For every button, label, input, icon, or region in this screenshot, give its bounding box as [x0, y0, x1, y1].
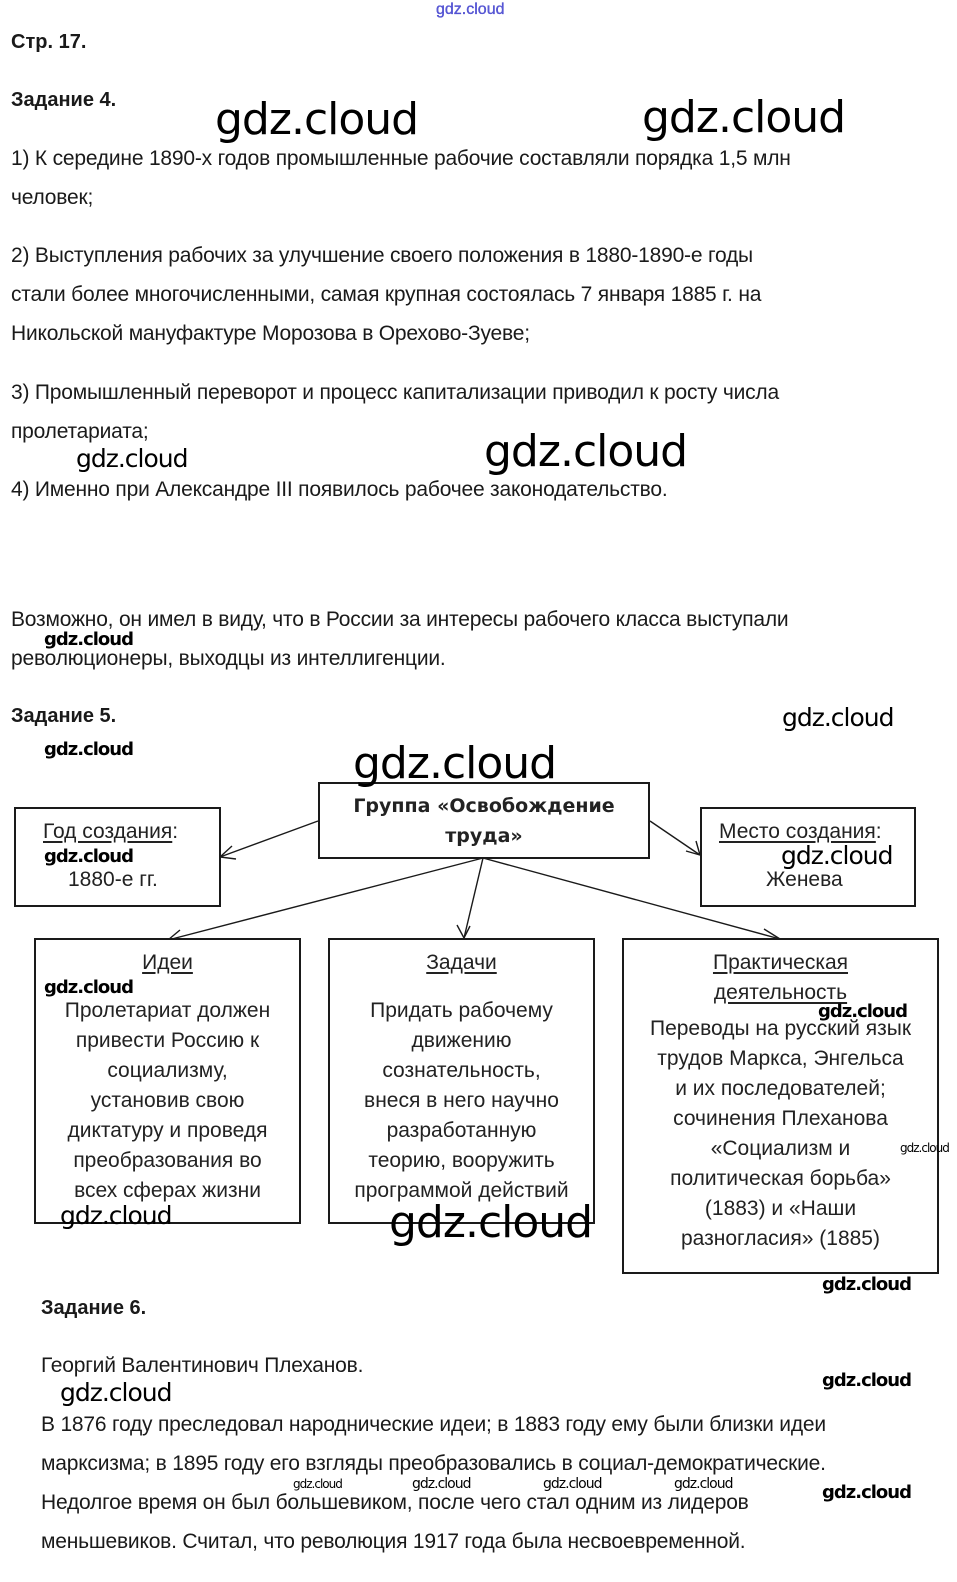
practice-line: разногласия» (1885): [681, 1227, 880, 1250]
watermark: gdz.cloud: [412, 1476, 471, 1492]
ideas-box: Идеи Пролетариат должен привести Россию …: [34, 938, 301, 1224]
tasks-box: Задачи Придать рабочему движению сознате…: [328, 938, 595, 1224]
tasks-line: Придать рабочему: [370, 999, 553, 1022]
tasks-line: движению: [411, 1029, 512, 1052]
task-6-line: марксизма; в 1895 году его взгляды преоб…: [41, 1452, 826, 1475]
ideas-line: социализму,: [107, 1059, 228, 1082]
practice-box-title-line-2: деятельность: [713, 981, 848, 1004]
practice-box: Практическая деятельность Переводы на ру…: [622, 938, 939, 1274]
watermark: gdz.cloud: [484, 426, 688, 477]
diagram-center-box: Группа «Освобождение труда»: [318, 782, 650, 859]
practice-box-title-line-1: Практическая: [712, 951, 849, 974]
task-4-item-2-line-1: 2) Выступления рабочих за улучшение свое…: [11, 244, 753, 267]
watermark: gdz.cloud: [822, 1482, 912, 1503]
watermark: gdz.cloud: [543, 1476, 602, 1492]
task-4-item-1-line-2: человек;: [11, 186, 94, 209]
arrow-to-tasks-box: [456, 857, 484, 940]
watermark: gdz.cloud: [60, 1201, 173, 1230]
task-6-line: Недолгое время он был большевиком, после…: [41, 1491, 749, 1514]
practice-line: (1883) и «Наши: [704, 1197, 857, 1220]
watermark: gdz.cloud: [900, 1141, 950, 1155]
tasks-line: сознательность,: [382, 1059, 541, 1082]
tasks-line: внеся в него научно: [364, 1089, 559, 1112]
watermark: gdz.cloud: [215, 94, 419, 145]
year-box-title-row: Год создания:: [43, 817, 178, 847]
task-4-note-line-1: Возможно, он имел в виду, что в России з…: [11, 608, 789, 631]
task-4-note-line-2: революционеры, выходцы из интеллигенции.: [11, 647, 446, 670]
practice-line: политическая борьба»: [670, 1167, 891, 1190]
task-6-line: меньшевиков. Считал, что революция 1917 …: [41, 1530, 746, 1553]
watermark: gdz.cloud: [642, 92, 846, 143]
arrow-to-year-box: [218, 820, 319, 860]
watermark: gdz.cloud: [674, 1476, 733, 1492]
tasks-box-title: Задачи: [426, 951, 497, 974]
practice-line: трудов Маркса, Энгельса: [657, 1047, 904, 1070]
center-box-line-1: Группа «Освобождение: [353, 795, 615, 817]
practice-line: «Социализм и: [710, 1137, 851, 1160]
ideas-line: Пролетариат должен: [64, 999, 271, 1022]
watermark: gdz.cloud: [60, 1378, 173, 1407]
task-4-item-4-line-1: 4) Именно при Александре III появилось р…: [11, 478, 668, 501]
year-box-colon: :: [172, 820, 179, 843]
practice-line: сочинения Плеханова: [673, 1107, 888, 1130]
ideas-box-title: Идеи: [142, 951, 193, 974]
year-box-value: 1880-е гг.: [68, 868, 158, 891]
ideas-line: установив свою: [90, 1089, 245, 1112]
task-4-heading: Задание 4.: [11, 89, 117, 111]
year-box: Год создания: 1880-е гг.: [14, 807, 221, 907]
watermark: gdz.cloud: [782, 703, 895, 732]
watermark: gdz.cloud: [353, 738, 557, 789]
tasks-line: программой действий: [354, 1179, 569, 1202]
tasks-line: разработанную: [386, 1119, 537, 1142]
task-4-item-2-line-2: стали более многочисленными, самая крупн…: [11, 283, 762, 306]
place-box: Место создания: Женева: [700, 807, 916, 907]
practice-line: Переводы на русский язык: [649, 1017, 912, 1040]
page-label: Стр. 17.: [11, 31, 87, 53]
watermark: gdz.cloud: [822, 1370, 912, 1391]
watermark: gdz.cloud: [44, 739, 134, 760]
ideas-line: преобразования во: [73, 1149, 262, 1172]
watermark: gdz.cloud: [76, 444, 189, 473]
task-4-item-3-line-2: пролетариата;: [11, 420, 149, 443]
task-5-heading: Задание 5.: [11, 705, 117, 727]
watermark: gdz.cloud: [822, 1274, 912, 1295]
task-4-item-2-line-3: Никольской мануфактуре Морозова в Орехов…: [11, 322, 530, 345]
ideas-line: привести Россию к: [75, 1029, 260, 1052]
task-6-name: Георгий Валентинович Плеханов.: [41, 1354, 364, 1377]
ideas-line: диктатуру и проведя: [67, 1119, 268, 1142]
task-6-line: В 1876 году преследовал народнические ид…: [41, 1413, 826, 1436]
place-box-colon: :: [875, 820, 882, 843]
watermark: gdz.cloud: [293, 1477, 343, 1491]
watermark: gdz.cloud: [389, 1197, 593, 1248]
practice-line: и их последователей;: [675, 1077, 886, 1100]
place-box-value: Женева: [766, 868, 843, 891]
watermark: gdz.cloud: [818, 1001, 908, 1022]
arrow-to-place-box: [649, 820, 702, 857]
watermark: gdz.cloud: [44, 977, 134, 998]
watermark: gdz.cloud: [781, 841, 894, 870]
watermark: gdz.cloud: [44, 846, 134, 867]
watermark-top: gdz.cloud: [436, 1, 505, 18]
ideas-line: всех сферах жизни: [74, 1179, 261, 1202]
task-4-item-3-line-1: 3) Промышленный переворот и процесс капи…: [11, 381, 779, 404]
place-box-title: Место создания: [719, 820, 876, 843]
center-box-line-2: труда»: [445, 825, 523, 847]
year-box-title: Год создания: [43, 820, 173, 843]
task-4-item-1-line-1: 1) К середине 1890-х годов промышленные …: [11, 147, 791, 170]
tasks-line: теорию, вооружить: [368, 1149, 555, 1172]
task-6-heading: Задание 6.: [41, 1297, 147, 1319]
place-box-title-row: Место создания:: [719, 817, 882, 847]
watermark: gdz.cloud: [44, 629, 134, 650]
